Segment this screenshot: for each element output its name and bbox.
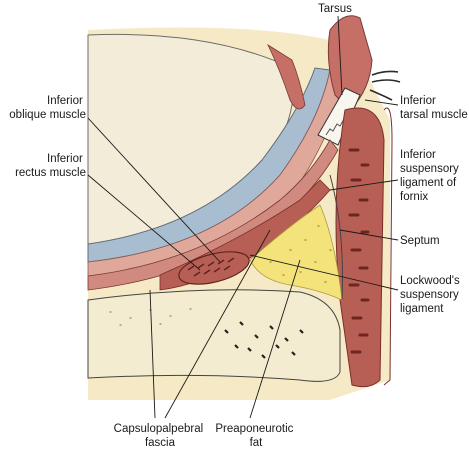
label-preaponeurotic-fat: Preaponeurotic fat (215, 423, 296, 449)
conjunctival-fold (267, 43, 306, 110)
label-lockwoods-suspensory-ligament: Lockwood's suspensory ligament (400, 275, 463, 315)
orbicularis-texture (348, 148, 370, 354)
orbital-floor (87, 289, 341, 382)
label-inferior-suspensory-ligament-of-fornix: Inferior suspensory ligament of fornix (400, 149, 462, 203)
eyelashes (369, 70, 401, 101)
label-inferior-tarsal-muscle: Inferior tarsal muscle (400, 95, 468, 121)
fat-dots (269, 225, 332, 283)
label-inferior-oblique-muscle: Inferior oblique muscle (9, 95, 86, 121)
septum-line (329, 174, 343, 301)
label-capsulopalpebral-fascia: Capsulopalpebral fascia (114, 423, 207, 449)
label-septum: Septum (400, 235, 440, 247)
bone-trabeculae (224, 321, 304, 359)
preaponeurotic-fat (249, 204, 343, 301)
label-tarsus: Tarsus (318, 3, 352, 15)
inferior-oblique-texture (187, 257, 235, 277)
orbicularis-muscle (335, 107, 385, 388)
label-inferior-rectus-muscle: Inferior rectus muscle (15, 153, 86, 179)
lid-skin (383, 107, 393, 386)
leader-lines (87, 15, 399, 419)
